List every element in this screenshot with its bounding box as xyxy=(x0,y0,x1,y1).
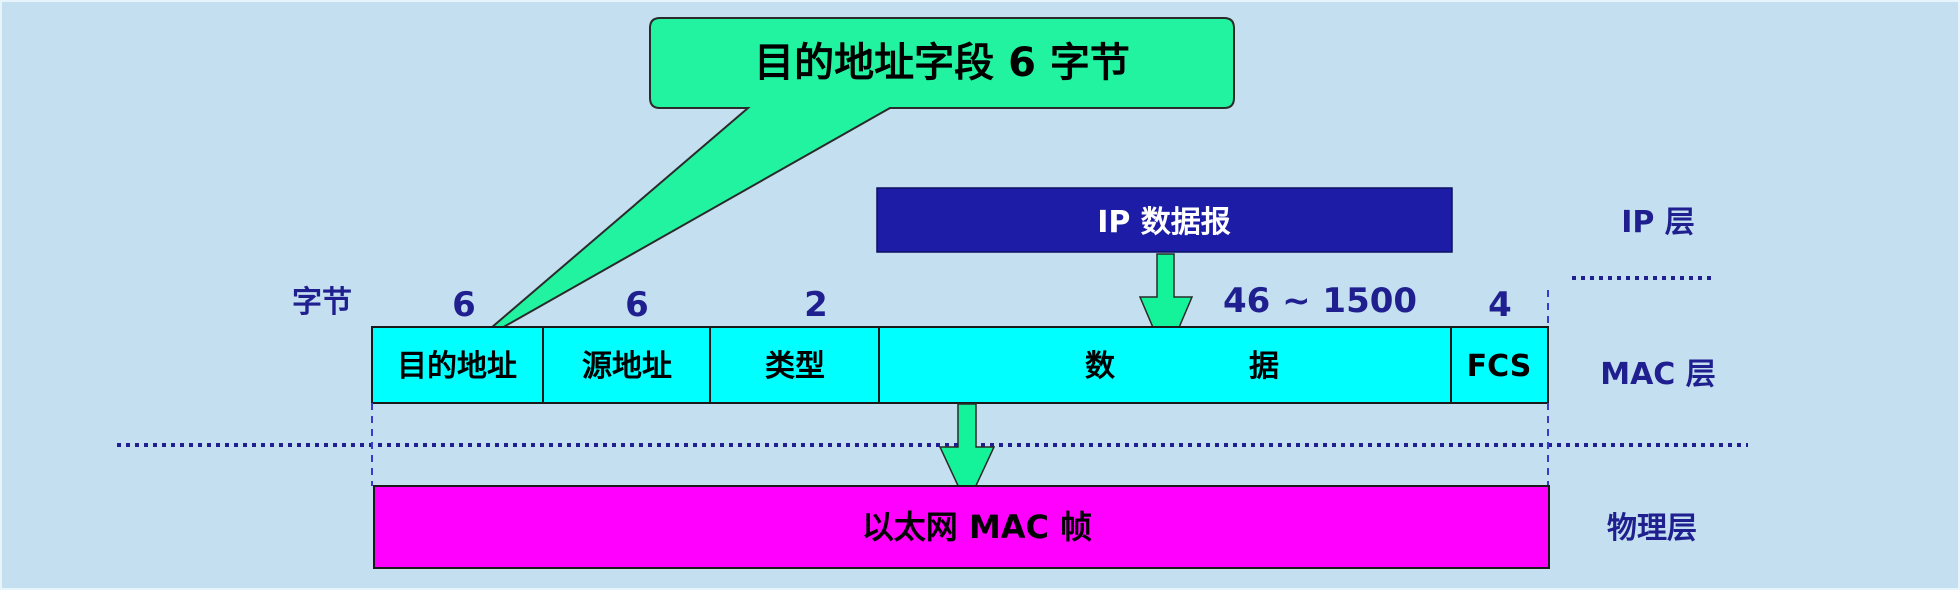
mac-frame: 目的地址 源地址 类型 数 据 FCS xyxy=(371,326,1549,404)
ethernet-mac-frame-box xyxy=(373,485,1550,569)
field-src-address: 源地址 xyxy=(582,349,672,384)
physical-layer-label: 物理层 xyxy=(1607,511,1697,546)
size-dest: 6 xyxy=(452,285,476,325)
arrow-down-icon xyxy=(938,403,996,507)
size-fcs: 4 xyxy=(1488,285,1512,325)
ethernet-mac-frame-label: 以太网 MAC 帧 xyxy=(862,508,1092,546)
ip-datagram-box xyxy=(876,187,1453,253)
field-dest-address: 目的地址 xyxy=(397,349,517,384)
mac-frame-box xyxy=(371,326,1549,404)
field-fcs: FCS xyxy=(1467,349,1532,384)
size-data: 46 ~ 1500 xyxy=(1223,281,1417,321)
callout-text: 目的地址字段 6 字节 xyxy=(754,40,1130,86)
callout-shape xyxy=(469,17,1235,347)
callout-bubble: 目的地址字段 6 字节 xyxy=(469,17,1235,347)
ip-datagram-label: IP 数据报 xyxy=(1097,205,1231,240)
field-data-char-1: 数 xyxy=(1085,349,1116,384)
field-type: 类型 xyxy=(765,349,825,384)
size-type: 2 xyxy=(804,285,828,325)
mac-layer-label: MAC 层 xyxy=(1600,357,1716,392)
size-src: 6 xyxy=(625,285,649,325)
ip-layer-label: IP 层 xyxy=(1621,205,1695,240)
byte-unit-label: 字节 xyxy=(292,285,352,320)
field-data-char-2: 据 xyxy=(1249,349,1279,384)
